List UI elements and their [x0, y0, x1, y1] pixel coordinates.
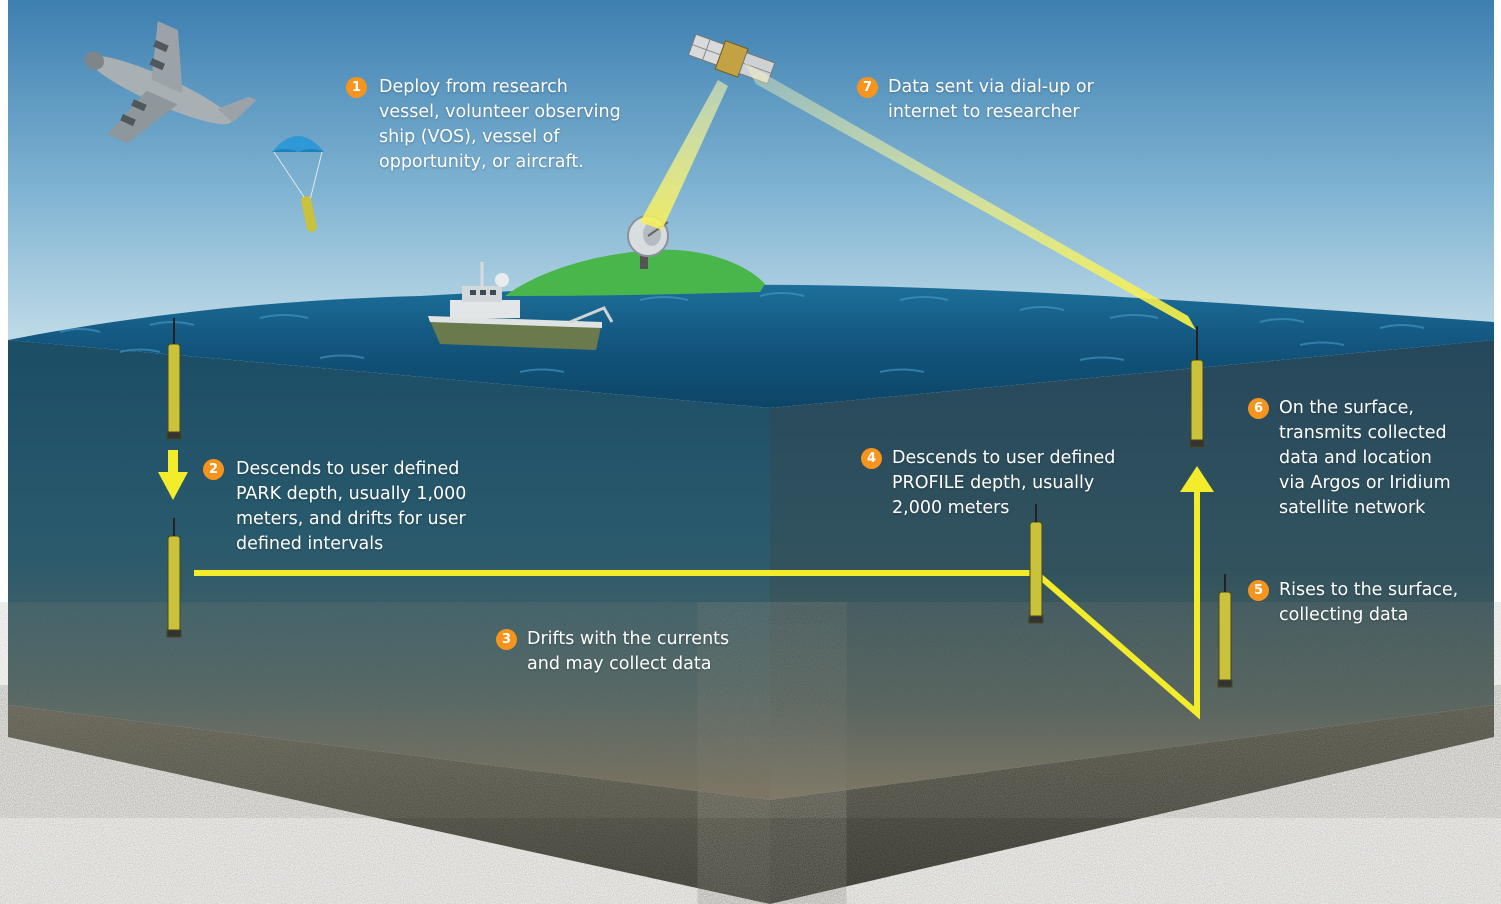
up-arrow-icon: [1180, 466, 1214, 492]
parachute-icon: [272, 136, 324, 232]
step-1-line: Deploy from research: [379, 77, 568, 97]
step-1-line: ship (VOS), vessel of: [379, 127, 560, 147]
uplink-beam: [640, 80, 728, 230]
step-4-line: 2,000 meters: [892, 498, 1010, 518]
step-6-line: data and location: [1279, 448, 1432, 468]
step-2-badge: 2: [203, 459, 224, 480]
step-3-label: 3 Drifts with the currents and may colle…: [496, 627, 729, 677]
step-3-line: and may collect data: [527, 654, 712, 674]
step-2-line: Descends to user defined: [236, 459, 460, 479]
research-vessel-icon: [428, 262, 614, 350]
step-4-label: 4 Descends to user defined PROFILE depth…: [861, 446, 1115, 521]
satellite-dish-icon: [627, 215, 669, 269]
step-5-label: 5 Rises to the surface, collecting data: [1248, 578, 1458, 628]
step-2-line: defined intervals: [236, 534, 384, 554]
float-trajectory: [194, 490, 1200, 720]
step-3-badge: 3: [496, 629, 517, 650]
step-4-badge: 4: [861, 448, 882, 469]
step-7-line: Data sent via dial-up or: [888, 77, 1094, 97]
step-6-label: 6 On the surface, transmits collected da…: [1248, 396, 1451, 521]
step-2-line: PARK depth, usually 1,000: [236, 484, 467, 504]
step-2-line: meters, and drifts for user: [236, 509, 466, 529]
step-2-label: 2 Descends to user defined PARK depth, u…: [203, 457, 466, 557]
step-7-label: 7 Data sent via dial-up or internet to r…: [857, 75, 1094, 125]
step-1-label: 1 Deploy from research vessel, volunteer…: [346, 75, 621, 175]
step-6-line: On the surface,: [1279, 398, 1414, 418]
downlink-beam: [744, 62, 1196, 330]
step-6-line: satellite network: [1279, 498, 1426, 518]
step-5-line: collecting data: [1279, 605, 1409, 625]
step-6-line: via Argos or Iridium: [1279, 473, 1451, 493]
step-3-line: Drifts with the currents: [527, 629, 730, 649]
step-6-line: transmits collected: [1279, 423, 1447, 443]
step-1-badge: 1: [346, 77, 367, 98]
argo-float-icon: [166, 318, 1233, 688]
step-4-line: Descends to user defined: [892, 448, 1116, 468]
down-arrow-icon: [158, 450, 188, 500]
step-7-badge: 7: [857, 77, 878, 98]
island: [505, 249, 765, 296]
step-6-badge: 6: [1248, 398, 1269, 419]
step-4-line: PROFILE depth, usually: [892, 473, 1095, 493]
step-1-line: opportunity, or aircraft.: [379, 152, 584, 172]
airplane-icon: [84, 21, 257, 144]
step-5-badge: 5: [1248, 580, 1269, 601]
step-7-line: internet to researcher: [888, 102, 1080, 122]
step-1-line: vessel, volunteer observing: [379, 102, 621, 122]
wave-highlights: [59, 292, 1425, 373]
step-5-line: Rises to the surface,: [1279, 580, 1459, 600]
